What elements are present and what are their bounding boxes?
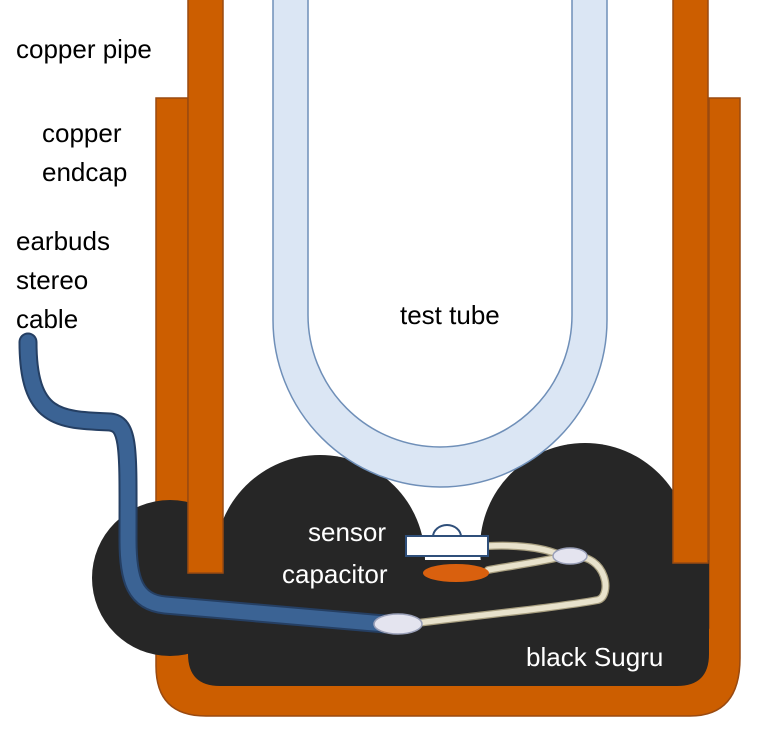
wire-loop	[407, 553, 609, 627]
label-test-tube: test tube	[400, 300, 500, 330]
capacitor	[423, 564, 489, 582]
sensor-body	[405, 535, 489, 557]
label-capacitor: capacitor	[282, 559, 388, 589]
label-sensor: sensor	[308, 517, 386, 547]
label-copper-pipe: copper pipe	[16, 34, 152, 64]
copper-pipe-left-wall	[187, 0, 224, 574]
copper-pipe-right-wall	[672, 0, 709, 564]
label-earbuds-line2: stereo	[16, 265, 88, 295]
test-tube	[272, 0, 608, 488]
cable-connector	[373, 613, 423, 635]
sugru-fill-endcap	[188, 628, 709, 686]
sensor-dome	[431, 524, 463, 538]
label-black-sugru: black Sugru	[526, 642, 663, 672]
label-earbuds-line3: cable	[16, 304, 78, 334]
label-copper-endcap-line2: endcap	[42, 157, 127, 187]
wire-connector	[552, 547, 588, 565]
label-earbuds-line1: earbuds	[16, 226, 110, 256]
label-copper-endcap-line1: copper	[42, 118, 122, 148]
earbuds-cable	[20, 334, 393, 632]
